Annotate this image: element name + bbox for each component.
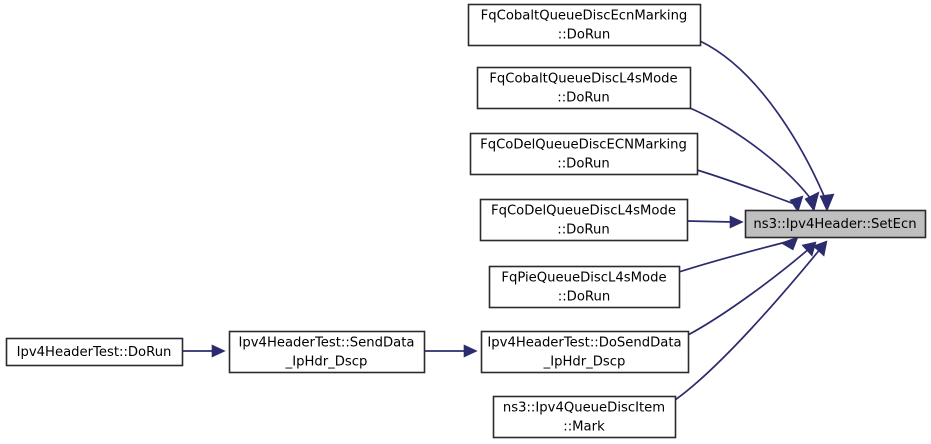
- node-label-line1: FqCoDelQueueDiscECNMarking: [480, 138, 687, 153]
- edges-layer: [182, 40, 835, 401]
- node-box[interactable]: [228, 330, 426, 374]
- node-fq_cobalt_l4s[interactable]: FqCobaltQueueDiscL4sMode::DoRun: [476, 66, 692, 110]
- arrowhead-icon: [819, 193, 835, 212]
- node-ipv4_dorun[interactable]: Ipv4HeaderTest::DoRun: [5, 337, 184, 367]
- node-fq_codel_l4s[interactable]: FqCoDelQueueDiscL4sMode::DoRun: [479, 198, 689, 242]
- edge-ipv4_senddata-to-ipv4_dosenddata: [424, 344, 478, 358]
- node-label-line1: FqCobaltQueueDiscEcnMarking: [481, 9, 688, 24]
- node-box[interactable]: [480, 330, 690, 374]
- node-box[interactable]: [479, 198, 689, 242]
- edge-line: [686, 220, 734, 223]
- edge-line: [696, 169, 798, 206]
- node-fq_codel_ecn[interactable]: FqCoDelQueueDiscECNMarking::DoRun: [469, 132, 699, 176]
- edge-line: [678, 240, 791, 273]
- node-box[interactable]: [744, 209, 927, 239]
- node-setecn[interactable]: ns3::Ipv4Header::SetEcn: [744, 209, 927, 239]
- edge-line: [699, 40, 828, 204]
- node-box[interactable]: [469, 132, 699, 176]
- node-box[interactable]: [467, 3, 702, 47]
- node-fq_cobalt_ecn[interactable]: FqCobaltQueueDiscEcnMarking::DoRun: [467, 3, 702, 47]
- node-label-line2: ::DoRun: [557, 157, 609, 172]
- node-label-line1: Ipv4HeaderTest::SendData: [238, 336, 414, 351]
- node-label-line2: ::DoRun: [557, 91, 609, 106]
- node-label-line1: Ipv4HeaderTest::DoSendData: [487, 336, 681, 351]
- edge-fq_pie_l4s-to-setecn: [678, 236, 799, 273]
- arrowhead-icon: [463, 344, 478, 358]
- node-label-line1: ns3::Ipv4QueueDiscItem: [503, 401, 665, 416]
- arrowhead-icon: [804, 191, 820, 212]
- node-label-line1: Ipv4HeaderTest::DoRun: [17, 345, 172, 360]
- node-label-line2: ::DoRun: [557, 223, 609, 238]
- edge-ipv4_dosenddata-to-setecn: [687, 241, 817, 336]
- edge-fq_codel_l4s-to-setecn: [686, 215, 744, 229]
- node-label-line1: FqCobaltQueueDiscL4sMode: [489, 72, 677, 87]
- node-label-line1: FqPieQueueDiscL4sMode: [501, 271, 666, 286]
- node-ipv4_queuedisc_mark[interactable]: ns3::Ipv4QueueDiscItem::Mark: [492, 395, 677, 439]
- node-label-line2: ::DoRun: [558, 290, 610, 305]
- node-label-line2: ::DoRun: [558, 28, 610, 43]
- arrowhead-icon: [211, 344, 226, 358]
- arrowhead-icon: [780, 236, 799, 251]
- edge-fq_cobalt_l4s-to-setecn: [689, 107, 820, 212]
- arrowhead-icon: [801, 241, 817, 257]
- node-label-line2: _IpHdr_Dscp: [285, 355, 368, 370]
- edge-ipv4_queuedisc_mark-to-setecn: [674, 240, 828, 401]
- node-label-line1: ns3::Ipv4Header::SetEcn: [753, 217, 916, 232]
- node-fq_pie_l4s[interactable]: FqPieQueueDiscL4sMode::DoRun: [488, 265, 681, 309]
- nodes-layer: FqCobaltQueueDiscEcnMarking::DoRunFqCoba…: [5, 3, 927, 439]
- node-box[interactable]: [5, 337, 184, 367]
- node-ipv4_dosenddata[interactable]: Ipv4HeaderTest::DoSendData_IpHdr_Dscp: [480, 330, 690, 374]
- node-label-line2: _IpHdr_Dscp: [543, 355, 626, 370]
- node-box[interactable]: [476, 66, 692, 110]
- node-box[interactable]: [492, 395, 677, 439]
- node-label-line1: FqCoDelQueueDiscL4sMode: [491, 204, 676, 219]
- arrowhead-icon: [789, 195, 804, 213]
- edge-fq_cobalt_ecn-to-setecn: [699, 40, 835, 212]
- edge-line: [689, 107, 815, 204]
- edge-line: [687, 247, 811, 336]
- edge-fq_codel_ecn-to-setecn: [696, 169, 804, 213]
- arrowhead-icon: [812, 240, 828, 257]
- node-label-line2: ::Mark: [563, 420, 605, 435]
- edge-line: [674, 247, 822, 401]
- node-box[interactable]: [488, 265, 681, 309]
- arrowhead-icon: [729, 215, 744, 229]
- node-ipv4_senddata[interactable]: Ipv4HeaderTest::SendData_IpHdr_Dscp: [228, 330, 426, 374]
- edge-ipv4_dorun-to-ipv4_senddata: [182, 344, 226, 358]
